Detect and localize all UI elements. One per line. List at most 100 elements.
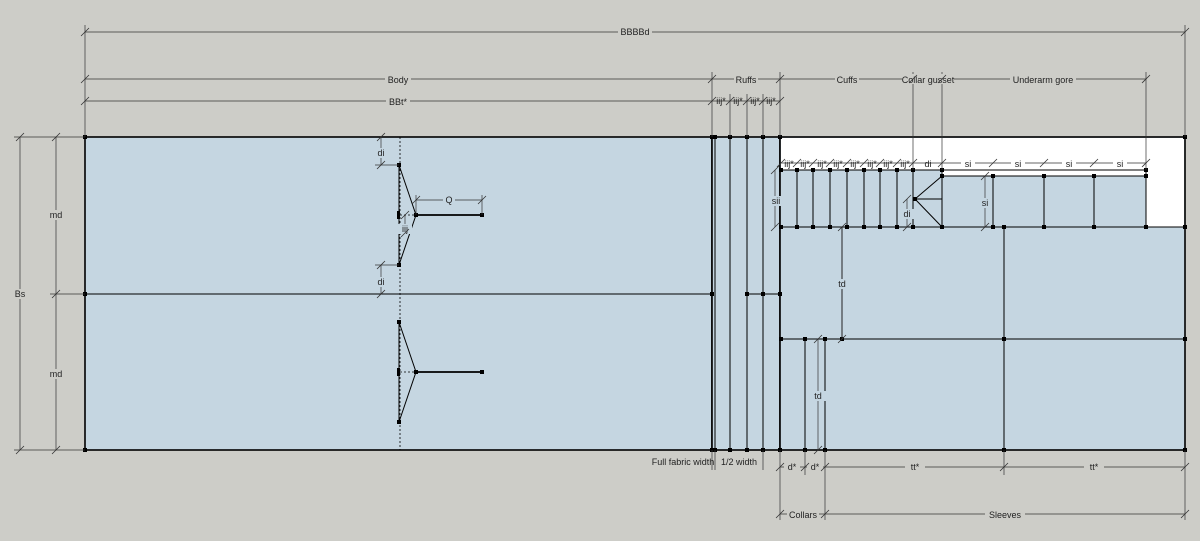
- dimension-tick: [908, 74, 918, 84]
- vertex-dot: [480, 370, 484, 374]
- dim-collar-gusset-label: Collar gusset: [902, 75, 955, 85]
- vertex-dot: [745, 292, 749, 296]
- dim-strip-1: iij*: [716, 96, 726, 106]
- dim-cuff-strip-2: iij*: [800, 159, 810, 169]
- vertex-dot: [1183, 225, 1187, 229]
- dimension-ticks: [15, 27, 1190, 519]
- dimension-tick: [80, 27, 90, 37]
- vertex-dot: [1002, 337, 1006, 341]
- dimension-tick: [707, 74, 717, 84]
- vertex-dot: [795, 168, 799, 172]
- dim-collars-label: Collars: [789, 510, 818, 520]
- dimension-tick: [908, 158, 918, 168]
- vertex-dot: [878, 168, 882, 172]
- dimension-tick: [980, 171, 990, 181]
- dim-gusset-top: di: [924, 159, 931, 169]
- dim-collar-piece-1: d*: [788, 462, 797, 472]
- dimension-tick: [937, 158, 947, 168]
- dimension-tick: [1039, 158, 1049, 168]
- dimension-lines: BBBBd Body BBt* Ruffs iij* iij* iij* iij…: [13, 25, 1186, 520]
- dimension-tick: [376, 289, 386, 299]
- vertex-dot: [779, 337, 783, 341]
- dimension-tick: [837, 334, 847, 344]
- vertex-dot: [397, 420, 401, 424]
- dim-body-sub-label: BBt*: [389, 97, 408, 107]
- vertex-dot: [828, 168, 832, 172]
- dim-full-height-label: Bs: [15, 289, 26, 299]
- dimension-tick: [15, 132, 25, 142]
- dim-slit-label: Q: [445, 195, 452, 205]
- dimension-tick: [376, 260, 386, 270]
- dimension-tick: [51, 132, 61, 142]
- vertex-dot: [728, 448, 732, 452]
- dim-cuff-strip-3: iij*: [817, 159, 827, 169]
- dimension-tick: [707, 96, 717, 106]
- dim-strip-3: iij*: [750, 96, 760, 106]
- dimension-tick: [1180, 509, 1190, 519]
- dimension-tick: [837, 222, 847, 232]
- dim-gusset-side: di: [903, 209, 910, 219]
- dimension-tick: [1180, 462, 1190, 472]
- dimension-tick: [80, 74, 90, 84]
- dimension-tick: [775, 509, 785, 519]
- dimension-tick: [902, 222, 912, 232]
- dimension-tick: [937, 74, 947, 84]
- dimension-tick: [980, 222, 990, 232]
- dimension-tick: [770, 165, 780, 175]
- dim-ruffs-label: Ruffs: [736, 75, 757, 85]
- dim-body-gusset-upper: di: [377, 148, 384, 158]
- dimension-tick: [376, 160, 386, 170]
- vertex-dot: [713, 135, 717, 139]
- dimension-tick: [775, 74, 785, 84]
- dim-gore-4: si: [1117, 159, 1124, 169]
- dimension-tick: [770, 222, 780, 232]
- vertex-dot: [1002, 225, 1006, 229]
- dim-body-label: Body: [388, 75, 409, 85]
- dim-cuff-strip-1: iij*: [784, 159, 794, 169]
- dimension-tick: [477, 195, 487, 205]
- right-panel: [779, 136, 1186, 451]
- dim-half-height-lower: md: [50, 369, 63, 379]
- vertex-dot: [414, 370, 418, 374]
- dim-full-fabric-width: Full fabric width: [652, 457, 715, 467]
- dimension-tick: [808, 158, 818, 168]
- dim-strip-2: iij*: [733, 96, 743, 106]
- dim-sleeve-depth-lower: td: [814, 391, 822, 401]
- dimension-tick: [775, 462, 785, 472]
- vertex-dot: [991, 174, 995, 178]
- dimension-tick: [800, 462, 810, 472]
- vertex-dot: [779, 168, 783, 172]
- vertex-dot: [862, 225, 866, 229]
- dim-total-label: BBBBd: [620, 27, 649, 37]
- vertex-dot: [1144, 174, 1148, 178]
- dimension-tick: [1141, 158, 1151, 168]
- blank-area-right: [1146, 138, 1184, 227]
- dim-sleeve-piece-2: tt*: [1090, 462, 1099, 472]
- vertex-dot: [1092, 225, 1096, 229]
- vertex-dot: [862, 168, 866, 172]
- dimension-tick: [902, 194, 912, 204]
- vertex-dot: [940, 225, 944, 229]
- vertex-dot: [397, 320, 401, 324]
- dimension-tick: [988, 158, 998, 168]
- dim-gore-1: si: [965, 159, 972, 169]
- vertex-dot: [878, 225, 882, 229]
- dimension-tick: [742, 96, 752, 106]
- dimension-tick: [820, 462, 830, 472]
- dim-gore-3: si: [1066, 159, 1073, 169]
- dimension-tick: [776, 158, 786, 168]
- dim-half-width: 1/2 width: [721, 457, 757, 467]
- vertex-dot: [795, 225, 799, 229]
- dimension-tick: [813, 334, 823, 344]
- dimension-tick: [80, 96, 90, 106]
- vertex-dot: [911, 225, 915, 229]
- vertex-dot: [745, 448, 749, 452]
- dim-sleeve-depth-upper: td: [838, 279, 846, 289]
- dim-slit-offset: iij: [402, 224, 408, 234]
- dimension-tick: [892, 158, 902, 168]
- vertex-dot: [895, 225, 899, 229]
- dimension-tick: [825, 158, 835, 168]
- vertex-dot: [991, 225, 995, 229]
- vertex-dot: [778, 292, 782, 296]
